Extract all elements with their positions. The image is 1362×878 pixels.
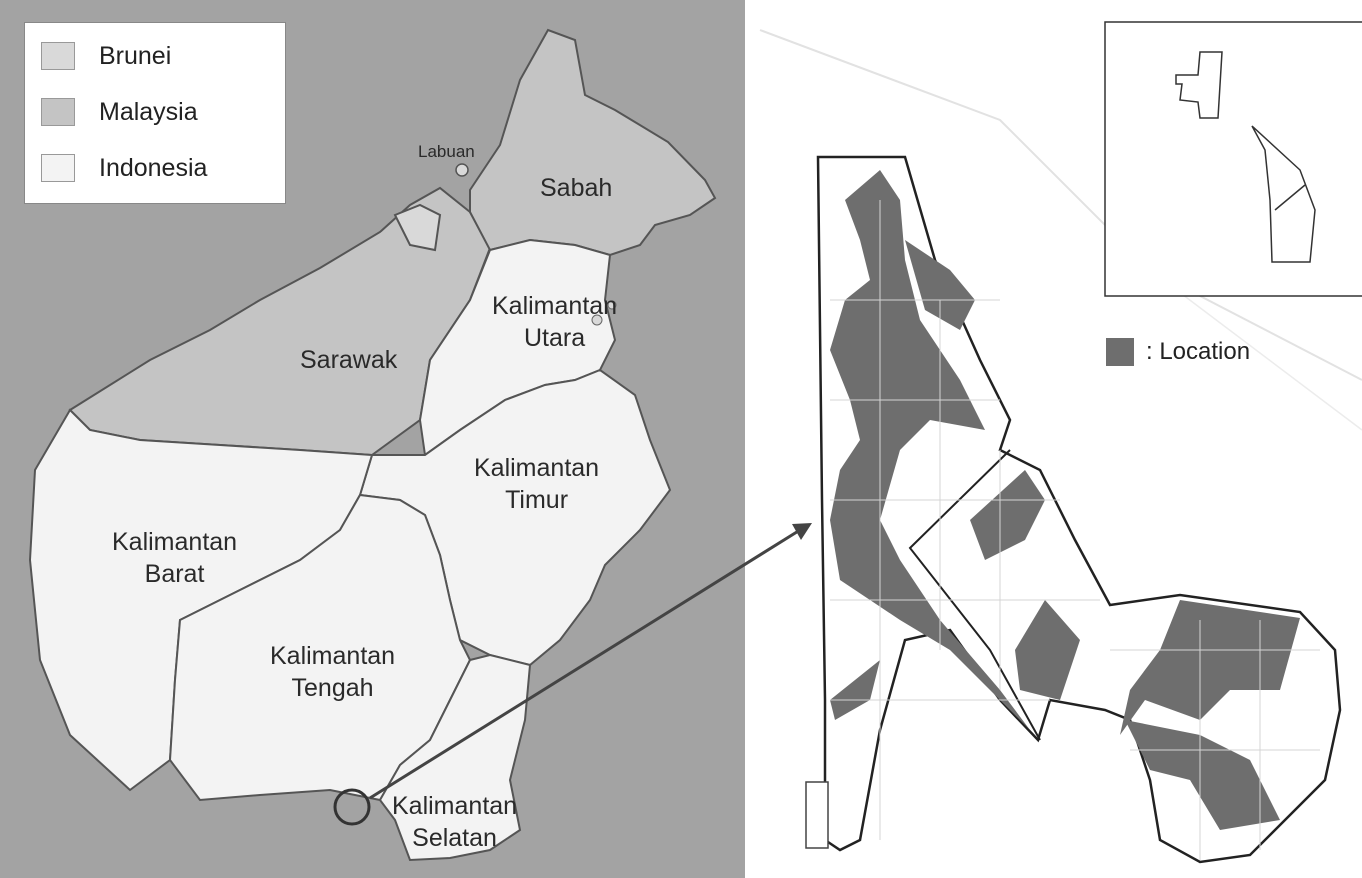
label-sabah: Sabah bbox=[540, 174, 613, 202]
faint-line bbox=[759, 29, 1362, 381]
label-sarawak: Sarawak bbox=[300, 346, 398, 374]
inset-shape-small bbox=[1175, 51, 1223, 119]
island bbox=[607, 300, 617, 310]
label-kaltim-line2: Timur bbox=[505, 486, 569, 514]
label-kaltim: Kalimantan Timur bbox=[474, 452, 599, 516]
legend-row-indonesia: Indonesia bbox=[41, 151, 207, 185]
concession-inner-boundary bbox=[908, 449, 1041, 741]
pointer-arrowhead bbox=[792, 523, 812, 540]
location-legend: : Location bbox=[1106, 338, 1250, 366]
label-kaltara-line1: Kalimantan bbox=[492, 292, 618, 320]
study-site-circle bbox=[333, 788, 371, 826]
outlier-block bbox=[805, 781, 829, 849]
label-kalbar-line1: Kalimantan bbox=[112, 528, 238, 556]
legend-swatch-brunei bbox=[41, 42, 75, 70]
label-kalsel-line2: Selatan bbox=[412, 824, 497, 852]
island-labuan bbox=[455, 163, 469, 177]
inset-shape-large bbox=[1251, 125, 1316, 263]
parcel-grid bbox=[830, 200, 1320, 860]
legend: Brunei Malaysia Indonesia bbox=[24, 22, 286, 204]
inset-map-frame bbox=[1104, 21, 1362, 297]
label-kaltara-line2: Utara bbox=[523, 324, 586, 352]
legend-label-brunei: Brunei bbox=[99, 41, 172, 70]
label-kaltim-line1: Kalimantan bbox=[474, 454, 600, 482]
label-kalsel: Kalimantan Selatan bbox=[392, 790, 517, 854]
label-labuan: Labuan bbox=[418, 142, 475, 161]
legend-swatch-malaysia bbox=[41, 98, 75, 126]
label-kalteng-line1: Kalimantan bbox=[270, 642, 396, 670]
label-kalteng: Kalimantan Tengah bbox=[270, 640, 395, 704]
label-kaltara: Kalimantan Utara bbox=[492, 290, 617, 354]
pointer-arrow-line bbox=[369, 528, 801, 800]
location-legend-label: : Location bbox=[1146, 338, 1251, 365]
legend-swatch-indonesia bbox=[41, 154, 75, 182]
legend-row-brunei: Brunei bbox=[41, 39, 171, 73]
label-kalteng-line2: Tengah bbox=[291, 674, 374, 702]
legend-label-indonesia: Indonesia bbox=[99, 153, 208, 182]
label-kalbar: Kalimantan Barat bbox=[112, 526, 237, 590]
location-swatch bbox=[1106, 338, 1134, 366]
legend-row-malaysia: Malaysia bbox=[41, 95, 198, 129]
region-brunei bbox=[393, 203, 442, 252]
label-kalsel-line1: Kalimantan bbox=[392, 792, 518, 820]
legend-label-malaysia: Malaysia bbox=[99, 97, 198, 126]
island bbox=[591, 314, 603, 326]
label-kalbar-line2: Barat bbox=[144, 560, 205, 588]
region-kalsel bbox=[378, 653, 532, 862]
inset-shape-line bbox=[1274, 184, 1306, 211]
